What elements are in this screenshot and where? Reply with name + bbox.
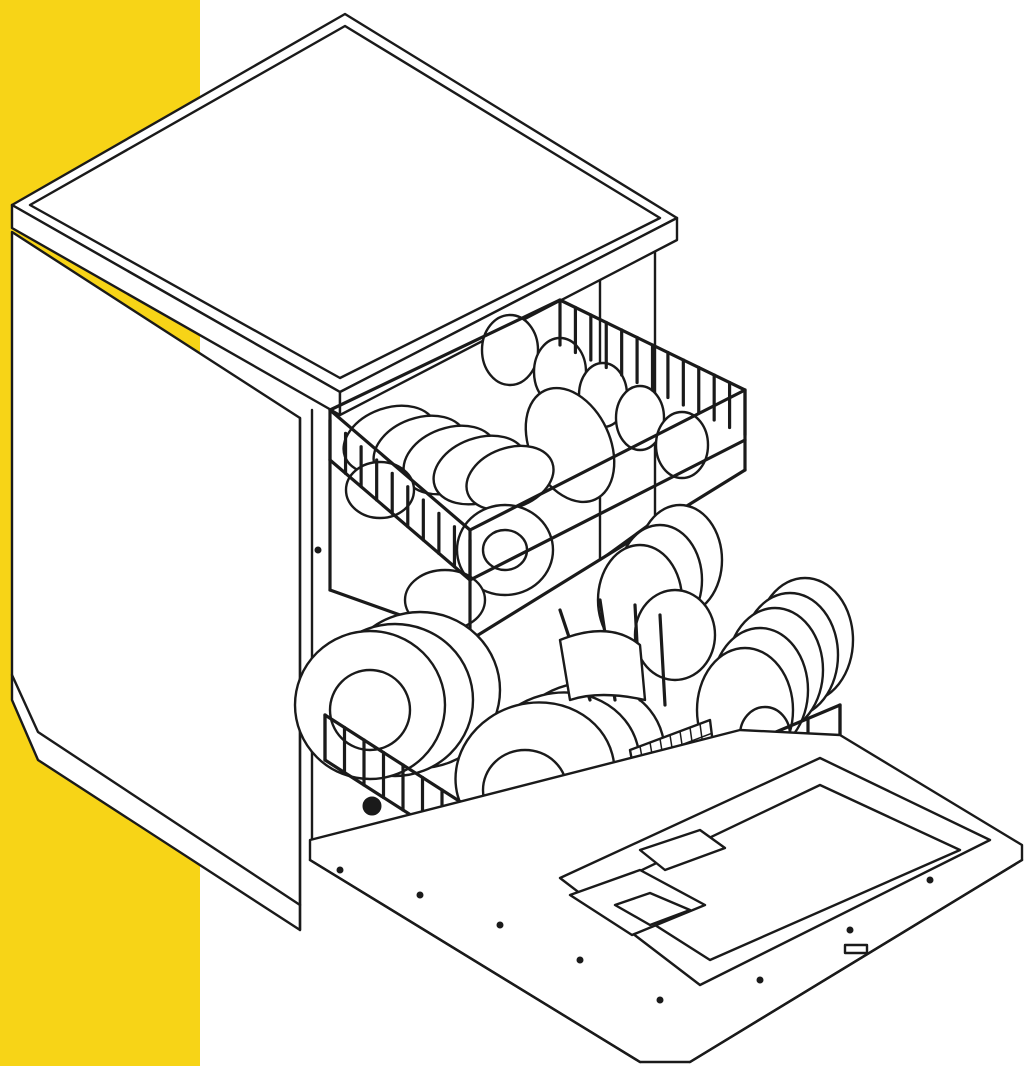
door-screw <box>846 926 854 934</box>
door-screw <box>416 891 424 899</box>
detergent-dispenser <box>568 828 727 937</box>
upper-basket-plates <box>342 404 555 632</box>
door-screw <box>926 876 934 884</box>
upper-basket-glasses <box>480 313 710 504</box>
upper-basket-tines <box>328 298 747 582</box>
door-screw <box>656 996 664 1004</box>
worktop-inner-edge <box>28 24 662 380</box>
door-screws <box>336 866 934 1004</box>
cabinet-body <box>10 230 657 932</box>
cabinet-plinth-line <box>10 673 302 907</box>
door-latch <box>843 943 869 955</box>
door-screw <box>756 976 764 984</box>
door-screw <box>496 921 504 929</box>
upper-basket <box>328 298 747 642</box>
door-inner-recess <box>558 756 992 987</box>
door-screw <box>576 956 584 964</box>
lower-basket-left-plates <box>293 610 502 781</box>
door-screw <box>336 866 344 874</box>
cabinet-left-side <box>10 230 302 932</box>
open-door <box>308 728 1024 1064</box>
